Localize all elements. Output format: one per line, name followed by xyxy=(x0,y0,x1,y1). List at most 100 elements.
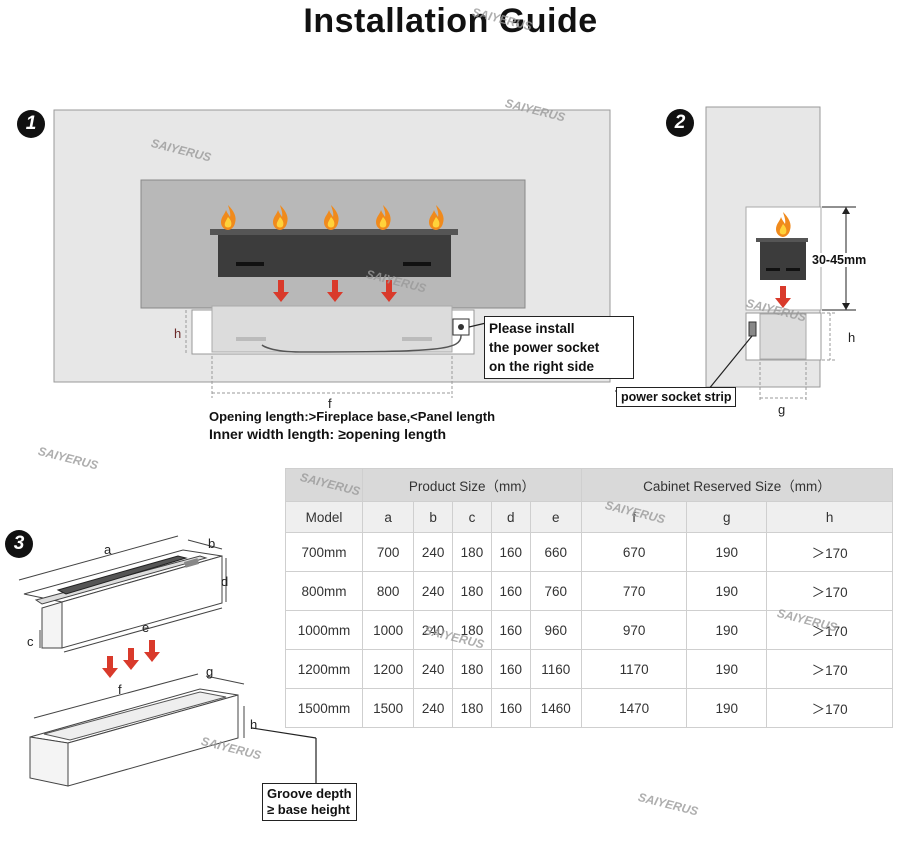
table-cell: ＞170 xyxy=(766,571,893,611)
table-cell: ＞170 xyxy=(766,532,893,572)
table-cell: 800mm xyxy=(285,571,363,611)
table-cell: 240 xyxy=(413,649,454,689)
column-header: h xyxy=(766,501,893,533)
table-cell: 160 xyxy=(490,571,531,611)
table-cell: 1200mm xyxy=(285,649,363,689)
table-group-header: Product Size（mm） Cabinet Reserved Size（m… xyxy=(285,468,894,502)
table-cell: 160 xyxy=(490,649,531,689)
dimension-range: 30-45mm xyxy=(812,253,867,267)
dimension-h: h xyxy=(848,330,856,345)
group-header-product-size: Product Size（mm） xyxy=(362,468,582,502)
table-cell: 240 xyxy=(413,571,454,611)
column-header: b xyxy=(413,501,454,533)
dimension-h: h xyxy=(250,717,258,732)
column-header: e xyxy=(529,501,582,533)
step-3-badge: 3 xyxy=(5,530,33,558)
step-1-badge: 1 xyxy=(17,110,45,138)
step2-diagram xyxy=(705,106,856,402)
column-header: g xyxy=(686,501,768,533)
inner-width-note: Inner width length: ≥opening length xyxy=(209,426,447,442)
table-cell: 190 xyxy=(686,688,768,728)
table-cell: 670 xyxy=(580,532,688,572)
dimension-b: b xyxy=(208,536,216,551)
dimension-f: f xyxy=(118,682,122,697)
dimension-g: g xyxy=(778,402,786,417)
table-cell: 660 xyxy=(529,532,582,572)
step2-burner-body xyxy=(760,242,806,280)
dimension-g: g xyxy=(206,664,214,679)
table-cell: ＞170 xyxy=(766,610,893,650)
table-cell: 190 xyxy=(686,610,768,650)
table-cell: 190 xyxy=(686,649,768,689)
table-cell: 240 xyxy=(413,688,454,728)
step1-callout: Please install the power socket on the r… xyxy=(484,316,634,379)
callout-line: on the right side xyxy=(489,359,595,374)
table-cell: 1500mm xyxy=(285,688,363,728)
table-cell: 1500 xyxy=(361,688,415,728)
dimension-a: a xyxy=(104,542,112,557)
table-cell: 960 xyxy=(529,610,582,650)
column-header: c xyxy=(452,501,492,533)
table-cell: 1170 xyxy=(580,649,688,689)
table-cell: 970 xyxy=(580,610,688,650)
dimension-c: c xyxy=(27,634,34,649)
opening-length-note: Opening length:>Fireplace base,<Panel le… xyxy=(209,409,496,424)
table-cell: 160 xyxy=(490,610,531,650)
column-header: d xyxy=(490,501,531,533)
callout-line: Groove depth xyxy=(267,786,352,801)
table-cell: 700 xyxy=(361,532,415,572)
step3-diagram xyxy=(18,535,317,787)
table-cell: 800 xyxy=(361,571,415,611)
step1-burner-body xyxy=(218,235,451,277)
table-cell: 770 xyxy=(580,571,688,611)
table-cell: 1000 xyxy=(361,610,415,650)
step-2-badge: 2 xyxy=(666,109,694,137)
dimension-d: d xyxy=(221,574,229,589)
step1-burner-top xyxy=(210,229,458,235)
power-socket-strip-label: power socket strip xyxy=(616,387,737,407)
table-cell: 180 xyxy=(452,571,492,611)
column-header: Model xyxy=(285,501,363,533)
callout-line: the power socket xyxy=(489,340,600,355)
power-socket-strip-icon xyxy=(748,321,757,337)
table-cell: ＞170 xyxy=(766,688,893,728)
down-arrow-icon xyxy=(123,648,139,670)
groove-depth-callout: Groove depth ≥ base height xyxy=(262,783,357,821)
dimension-f: f xyxy=(328,396,332,411)
dimension-h: h xyxy=(174,326,182,341)
down-arrow-icon xyxy=(144,640,160,662)
table-cell: 180 xyxy=(452,649,492,689)
table-cell: 1000mm xyxy=(285,610,363,650)
table-cell: 190 xyxy=(686,532,768,572)
step1-base xyxy=(211,305,453,353)
table-cell: 760 xyxy=(529,571,582,611)
step1-diagram xyxy=(53,109,611,398)
down-arrow-icon xyxy=(102,656,118,678)
column-header: a xyxy=(361,501,415,533)
table-cell: ＞170 xyxy=(766,649,893,689)
table-cell: 700mm xyxy=(285,532,363,572)
table-cell: 160 xyxy=(490,688,531,728)
table-cell: 240 xyxy=(413,532,454,572)
table-cell: 1200 xyxy=(361,649,415,689)
size-table: Product Size（mm） Cabinet Reserved Size（m… xyxy=(285,468,894,728)
group-header-cabinet-size: Cabinet Reserved Size（mm） xyxy=(580,468,894,502)
dimension-e: e xyxy=(142,620,150,635)
callout-line: ≥ base height xyxy=(267,802,350,817)
step2-base xyxy=(759,313,807,360)
table-cell: 190 xyxy=(686,571,768,611)
page-title: Installation Guide xyxy=(303,2,598,40)
table-cell: 180 xyxy=(452,532,492,572)
table-cell: 1460 xyxy=(529,688,582,728)
table-cell: 180 xyxy=(452,688,492,728)
callout-line: Please install xyxy=(489,321,575,336)
table-cell: 1160 xyxy=(529,649,582,689)
